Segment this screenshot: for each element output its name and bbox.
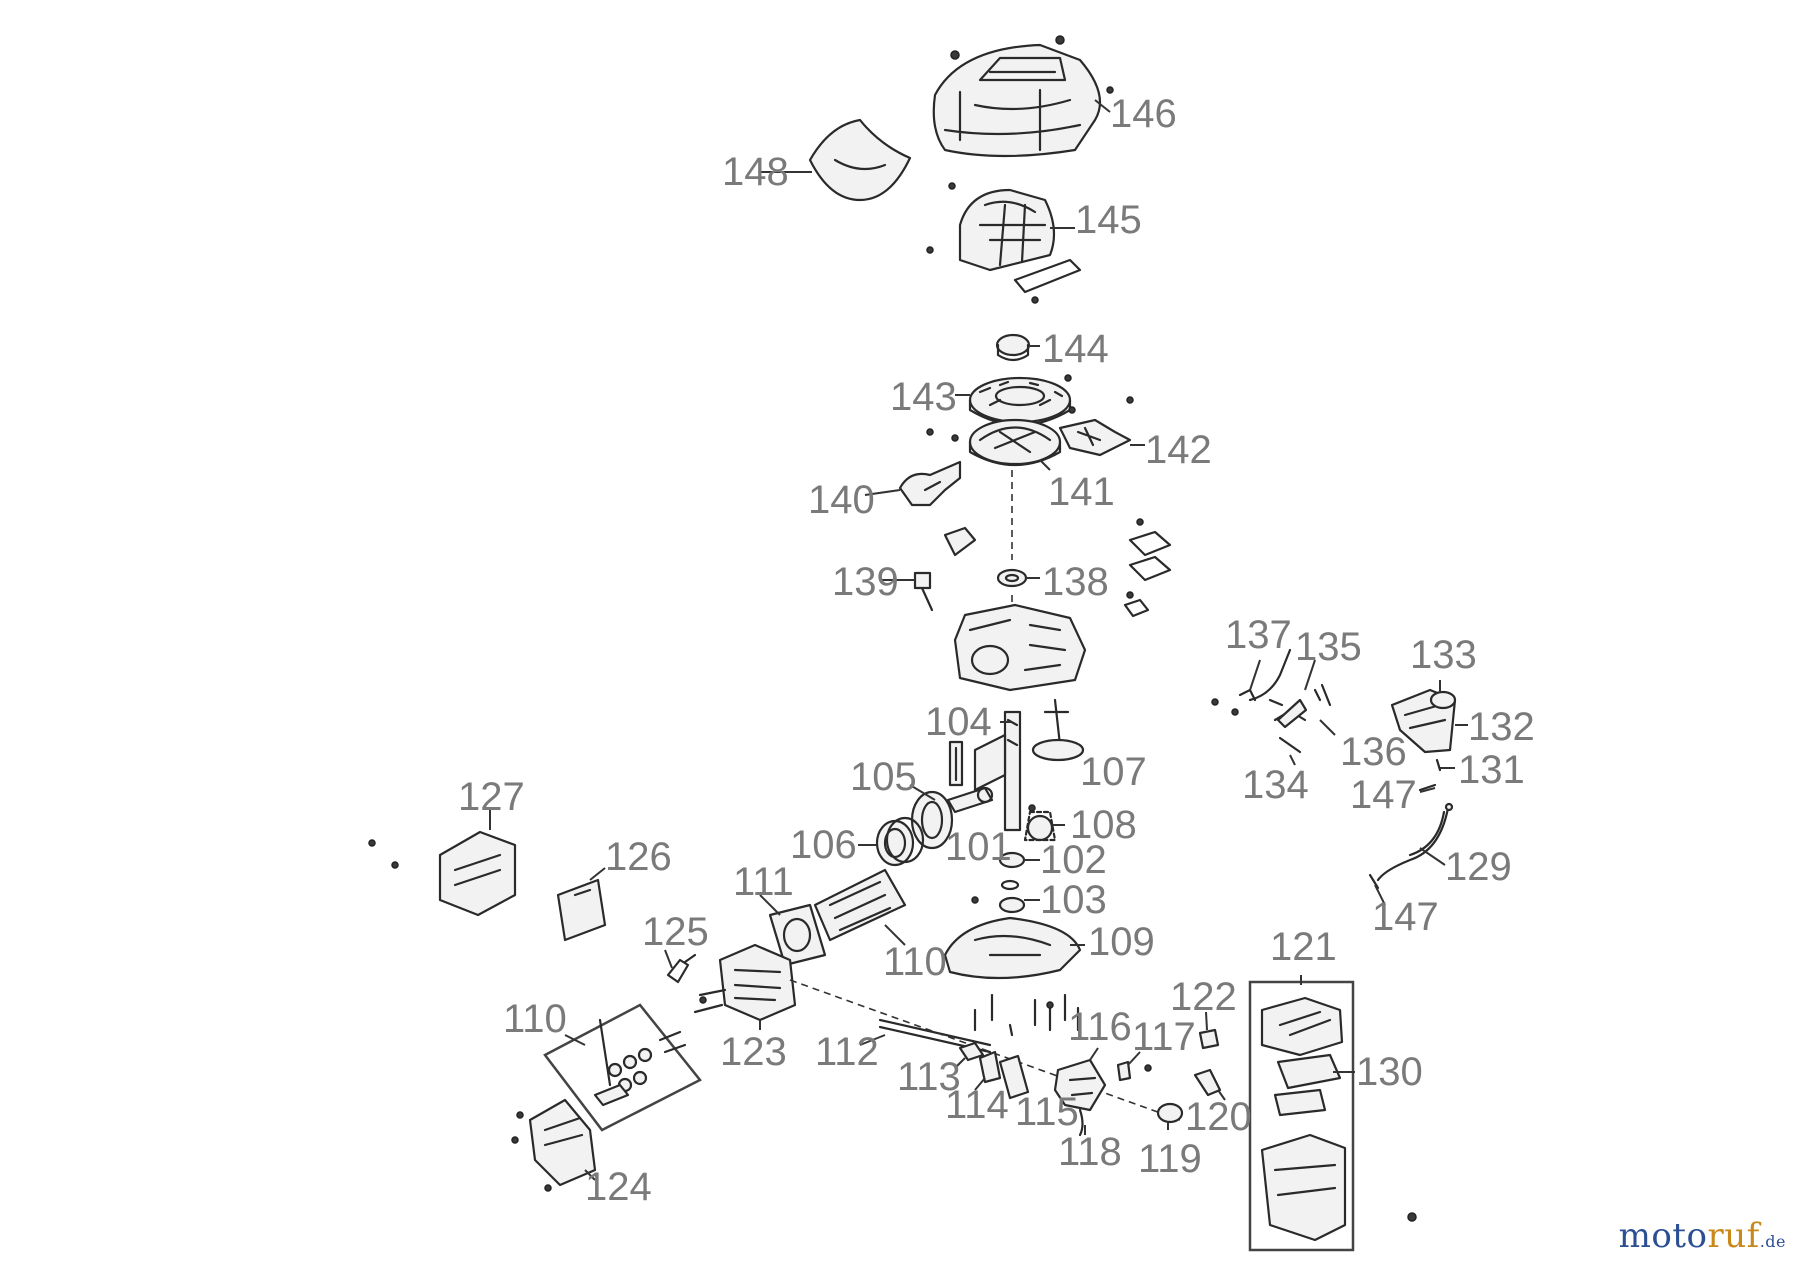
insulator-115-part [998, 1054, 1030, 1100]
fuel-line-part [1368, 758, 1454, 890]
label-129: 129 [1445, 845, 1512, 889]
label-103: 103 [1040, 878, 1107, 922]
air-filter-assembly-part [1260, 996, 1347, 1242]
valve-train-group [543, 1003, 702, 1132]
label-131: 131 [1458, 748, 1525, 792]
breather-122-part [1198, 1028, 1220, 1050]
label-125: 125 [642, 910, 709, 954]
label-110-lower: 110 [503, 997, 567, 1041]
motoruf-watermark: motoruf.de [1619, 1216, 1786, 1256]
piston-rings-part [875, 816, 925, 867]
label-134: 134 [1242, 763, 1309, 807]
label-137: 137 [1225, 613, 1292, 657]
plate-126-part [556, 878, 607, 942]
watermark-main: moto [1618, 1216, 1708, 1256]
label-136: 136 [1340, 730, 1407, 774]
spacer-114-part [978, 1050, 1002, 1084]
gasket-110-upper-part [813, 868, 907, 942]
label-110-upper: 110 [883, 940, 947, 984]
muffler-part [368, 830, 517, 917]
label-102: 102 [1040, 838, 1107, 882]
label-114: 114 [945, 1083, 1009, 1127]
label-132: 132 [1468, 705, 1535, 749]
dipstick-part [913, 571, 934, 612]
ignition-coil-part [1058, 374, 1134, 457]
label-106: 106 [790, 823, 857, 867]
label-145: 145 [1075, 198, 1142, 242]
label-133: 133 [1410, 633, 1477, 677]
label-108: 108 [1070, 803, 1137, 847]
camshaft-part [1031, 698, 1085, 762]
label-142: 142 [1145, 428, 1212, 472]
label-120: 120 [1185, 1095, 1252, 1139]
label-127: 127 [458, 775, 525, 819]
label-148: 148 [722, 150, 789, 194]
label-141: 141 [1048, 470, 1115, 514]
label-122: 122 [1170, 975, 1237, 1019]
label-146: 146 [1110, 92, 1177, 136]
crankcase-part [953, 603, 1087, 692]
lever-part [943, 526, 977, 557]
label-147-bottom: 147 [1372, 895, 1439, 939]
head-gasket-part [768, 903, 827, 967]
label-144: 144 [1042, 327, 1109, 371]
label-139: 139 [832, 560, 899, 604]
label-115: 115 [1015, 1090, 1079, 1134]
visor-part [808, 118, 912, 202]
label-104: 104 [925, 700, 992, 744]
air-gasket-119-part [1156, 1102, 1184, 1124]
label-111: 111 [733, 860, 794, 904]
gasket-plates-part [1123, 518, 1172, 618]
flywheel-part [968, 376, 1072, 426]
watermark-suffix: .de [1759, 1232, 1786, 1251]
label-112: 112 [815, 1030, 879, 1074]
starter-cup-part [995, 333, 1031, 362]
label-107: 107 [1080, 750, 1147, 794]
label-105: 105 [850, 755, 917, 799]
label-109: 109 [1088, 920, 1155, 964]
label-126: 126 [605, 835, 672, 879]
spacer-113-part [958, 1041, 985, 1062]
label-117: 117 [1132, 1015, 1196, 1059]
sump-base-part [943, 896, 1082, 980]
crankshaft-part [973, 710, 1022, 832]
bracket-part [898, 428, 962, 507]
rocker-cover-part [511, 1098, 597, 1192]
label-140: 140 [808, 478, 875, 522]
seal-138-part [996, 568, 1028, 588]
connecting-rod-part [946, 786, 994, 814]
spark-plug-part [666, 953, 697, 984]
label-123: 123 [720, 1030, 787, 1074]
cylinder-head-part [693, 943, 797, 1022]
fan-part [968, 418, 1062, 467]
label-121: 121 [1270, 925, 1337, 969]
watermark-accent: ruf [1707, 1216, 1760, 1256]
label-118: 118 [1058, 1130, 1122, 1174]
governor-part [1023, 804, 1057, 842]
label-116: 116 [1068, 1005, 1132, 1049]
choke-part-117 [1116, 1060, 1132, 1082]
label-101: 101 [945, 825, 1012, 869]
label-124: 124 [585, 1165, 652, 1209]
throttle-linkage-part [1211, 648, 1332, 754]
label-113: 113 [897, 1055, 961, 1099]
base-bolts-part [973, 993, 1152, 1072]
engine-cover-part [932, 35, 1114, 158]
fuel-tank-part [1390, 688, 1457, 754]
label-135: 135 [1295, 625, 1362, 669]
label-119: 119 [1138, 1137, 1202, 1181]
part-labels: 146 148 145 144 143 142 141 140 139 138 … [458, 92, 1535, 1209]
label-143: 143 [890, 375, 957, 419]
seal-103-part [998, 879, 1026, 914]
label-130: 130 [1356, 1050, 1423, 1094]
elbow-120-part [1193, 1068, 1222, 1097]
blower-housing-part [926, 182, 1082, 304]
label-147-top: 147 [1350, 773, 1417, 817]
label-138: 138 [1042, 560, 1109, 604]
